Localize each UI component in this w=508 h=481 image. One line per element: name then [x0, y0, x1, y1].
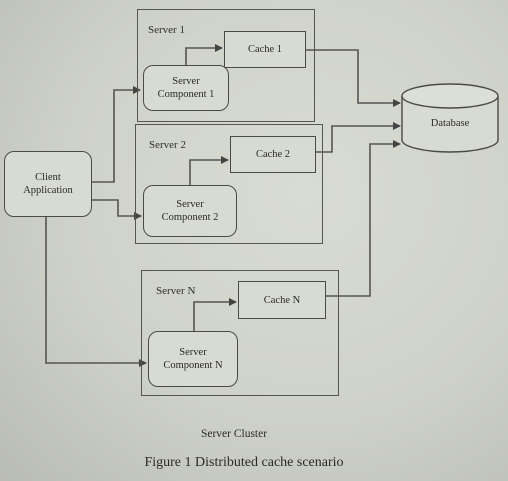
client-application-box: Client Application: [4, 151, 92, 217]
server-component-2-label: Server Component 2: [161, 199, 219, 223]
server-2-frame: Server 2: [135, 124, 323, 244]
cache-1-box: Cache 1: [224, 31, 306, 68]
cache-2-label: Cache 2: [255, 149, 291, 160]
edge-component-2-to-cache-2: [189, 156, 229, 186]
server-component-1-label: Server Component 1: [157, 76, 215, 100]
server-n-frame: Server N: [141, 270, 339, 396]
server-component-n-box: Server Component N: [148, 331, 238, 387]
edge-client-to-component-2: [92, 199, 142, 220]
edge-client-to-component-1: [92, 86, 141, 183]
database-label: Database: [430, 118, 470, 129]
server-1-frame: Server 1: [137, 9, 315, 122]
server-component-1-box: Server Component 1: [143, 65, 229, 111]
client-application-label: Client Application: [23, 172, 73, 196]
edge-cache-n-to-database: [326, 140, 401, 297]
server-component-n-label: Server Component N: [163, 347, 223, 371]
figure-caption: Figure 1 Distributed cache scenario: [144, 455, 344, 470]
cluster-label: Server Cluster: [200, 428, 268, 440]
cache-2-box: Cache 2: [230, 136, 316, 173]
edge-component-1-to-cache-1: [185, 44, 223, 66]
server-component-2-box: Server Component 2: [143, 185, 237, 237]
cache-n-label: Cache N: [263, 294, 301, 306]
edge-client-to-component-n: [45, 216, 147, 367]
edge-cache-2-to-database: [316, 122, 401, 153]
server-1-label: Server 1: [148, 24, 185, 36]
database-cylinder: [401, 83, 499, 153]
server-n-label: Server N: [156, 285, 196, 297]
cache-n-box: Cache N: [238, 281, 326, 319]
server-2-label: Server 2: [149, 139, 186, 151]
edge-cache-1-to-database: [306, 49, 401, 107]
edge-component-n-to-cache-n: [193, 298, 237, 332]
cache-1-label: Cache 1: [247, 44, 283, 55]
